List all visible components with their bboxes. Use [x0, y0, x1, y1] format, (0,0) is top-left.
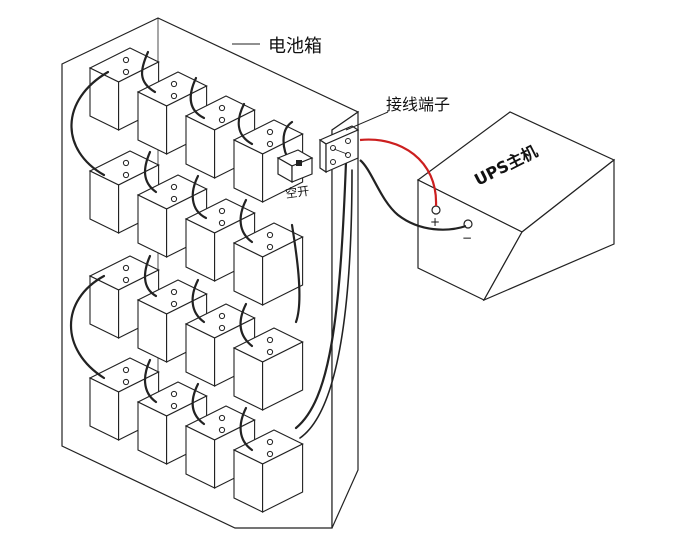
battery-negative-terminal	[170, 402, 178, 410]
battery-positive-terminal	[170, 288, 178, 296]
positive-wire	[359, 138, 438, 207]
battery	[232, 429, 304, 513]
battery-positive-terminal	[218, 104, 226, 112]
battery-positive-terminal	[122, 159, 130, 167]
battery-positive-terminal	[266, 231, 274, 239]
battery-negative-terminal	[122, 378, 130, 386]
terminal-block	[318, 125, 360, 174]
battery-negative-terminal	[218, 116, 226, 124]
battery-negative-terminal	[122, 171, 130, 179]
battery-positive-terminal	[170, 80, 178, 88]
battery-negative-terminal	[170, 195, 178, 203]
terminal-block-label: 接线端子	[386, 95, 450, 114]
battery-positive-terminal	[266, 336, 274, 344]
ups-minus-sign: −	[462, 231, 472, 245]
ups-host	[416, 111, 616, 302]
battery	[88, 357, 160, 441]
battery-positive-terminal	[218, 312, 226, 320]
battery-negative-terminal	[266, 140, 274, 148]
battery-negative-terminal	[218, 426, 226, 434]
battery-positive-terminal	[122, 264, 130, 272]
battery-positive-terminal	[122, 56, 130, 64]
breaker	[276, 149, 314, 184]
battery	[232, 327, 304, 411]
battery-positive-terminal	[122, 366, 130, 374]
battery	[232, 222, 304, 306]
ups-positive-terminal	[431, 205, 441, 215]
battery-negative-terminal	[218, 219, 226, 227]
battery-negative-terminal	[122, 276, 130, 284]
battery-series-wiring	[70, 50, 353, 452]
battery-negative-terminal	[170, 300, 178, 308]
battery-negative-terminal	[266, 450, 274, 458]
battery-positive-terminal	[266, 438, 274, 446]
battery-negative-terminal	[218, 324, 226, 332]
battery-positive-terminal	[218, 207, 226, 215]
breaker-label: 空开	[284, 184, 310, 201]
battery-negative-terminal	[122, 68, 130, 76]
battery-negative-terminal	[170, 92, 178, 100]
negative-wire	[359, 159, 467, 231]
ups-plus-sign: +	[430, 215, 440, 229]
battery-positive-terminal	[170, 183, 178, 191]
battery-negative-terminal	[266, 348, 274, 356]
battery-positive-terminal	[170, 390, 178, 398]
terminal-label-leader	[345, 111, 389, 131]
battery-positive-terminal	[266, 128, 274, 136]
battery-group	[88, 47, 304, 513]
battery-cabinet-label: 电池箱	[268, 36, 322, 57]
battery-positive-terminal	[218, 414, 226, 422]
battery-negative-terminal	[266, 243, 274, 251]
